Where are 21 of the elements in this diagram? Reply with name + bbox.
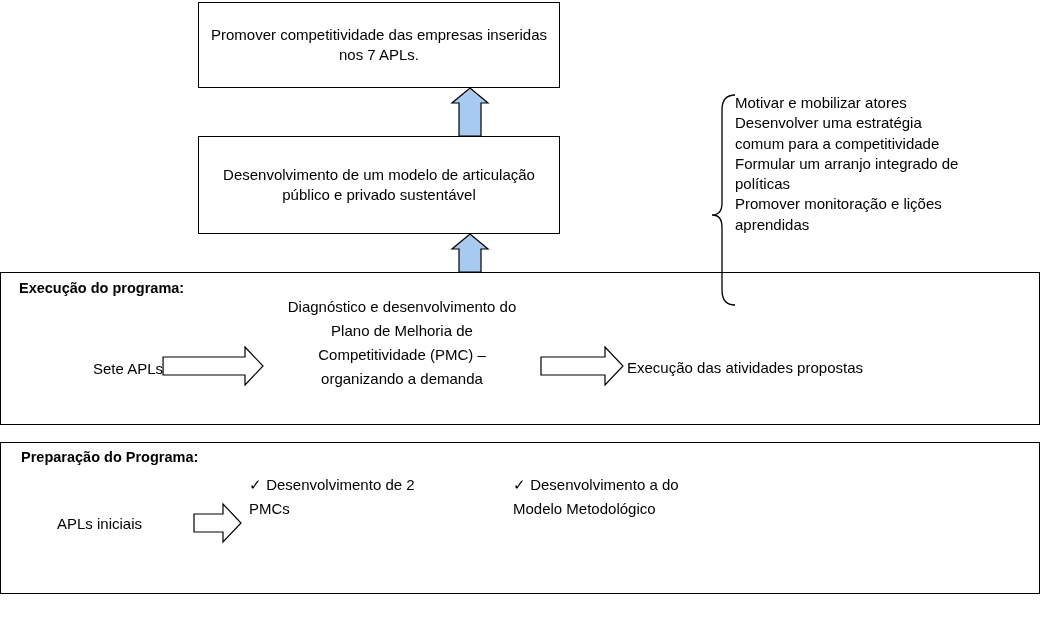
list-text: Desenvolver uma estratégia comum para a competitividade bbox=[735, 113, 941, 154]
block-arrow bbox=[450, 87, 490, 137]
step-text: Sete APLs bbox=[93, 357, 164, 381]
section-panel bbox=[0, 442, 1040, 594]
step-text: ✓ Desenvolvimento de 2 PMCs bbox=[241, 473, 431, 521]
list-text: Formular um arranjo integrado de políticas bbox=[735, 153, 960, 194]
block-arrow bbox=[540, 345, 624, 387]
block-arrow bbox=[450, 233, 490, 273]
list-text: Motivar e mobilizar atores bbox=[735, 93, 908, 113]
section-title: Execução do programa: bbox=[19, 279, 185, 298]
step-text: Execução das atividades propostas bbox=[623, 356, 963, 380]
list-text: Promover monitoração e lições aprendidas bbox=[735, 194, 943, 235]
step-text: Diagnóstico e desenvolvimento do Plano de Melhoria de Competitividade (PMC) – organizando a demanda bbox=[263, 295, 541, 391]
goal-box: Promover competitividade das empresas inseridas nos 7 APLs. bbox=[198, 2, 560, 88]
block-arrow bbox=[193, 502, 242, 544]
step-text: APLs iniciais bbox=[57, 512, 194, 536]
block-arrow bbox=[162, 345, 264, 387]
goal-box: Desenvolvimento de um modelo de articulação público e privado sustentável bbox=[198, 136, 560, 234]
step-text: ✓ Desenvolvimento a do Modelo Metodológico bbox=[513, 473, 713, 521]
section-panel bbox=[0, 272, 1040, 425]
section-title: Preparação do Programa: bbox=[21, 448, 199, 467]
